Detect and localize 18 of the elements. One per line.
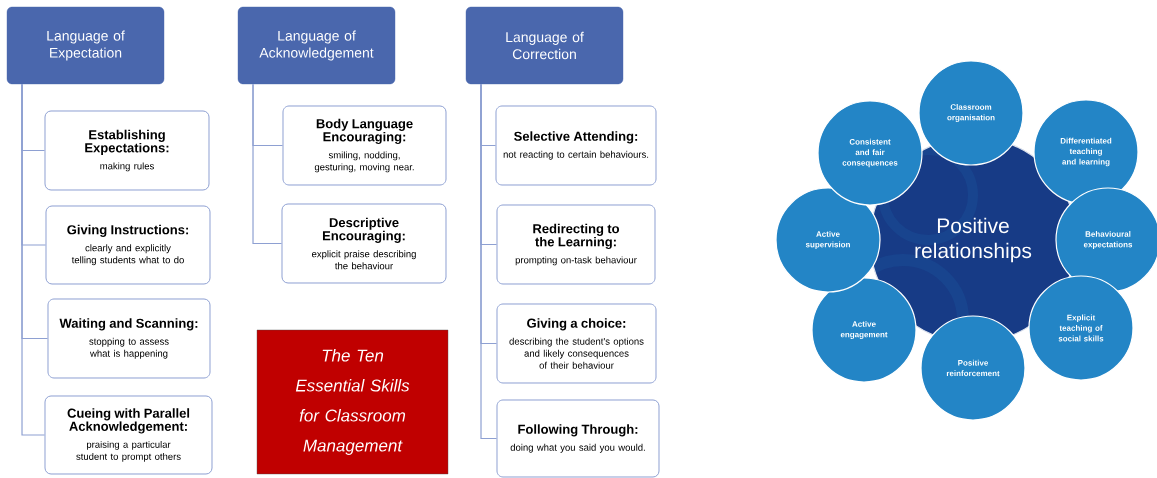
category-box: Language of Expectation [6, 6, 165, 85]
title-box: The Ten Essential Skills for Classroom Management [256, 329, 449, 475]
category-box: Language of Acknowledgement [237, 6, 396, 85]
skill-box: Giving Instructions: clearly and explicitly telling students what to do [45, 205, 211, 285]
skill-box: Body Language Encouraging: smiling, nodding, gesturing, moving near. [282, 105, 447, 186]
skill-box: Cueing with Parallel Acknowledgement: praising a particular student to prompt others [44, 395, 213, 475]
connector-line [21, 83, 46, 436]
connector-line [480, 83, 498, 440]
skill-box: Following Through: doing what you said you would. [496, 399, 660, 478]
skill-box: Descriptive Encouraging: explicit praise describing the behaviour [281, 203, 447, 284]
connector-line [252, 83, 283, 245]
skill-box: Establishing Expectations: making rules [44, 110, 210, 191]
skill-box: Waiting and Scanning: stopping to assess what is happening [47, 298, 211, 379]
skill-box: Redirecting to the Learning: prompting on-task behaviour [496, 204, 656, 285]
skill-box: Selective Attending: not reacting to certain behaviours. [495, 105, 657, 186]
category-box: Language of Correction [465, 6, 624, 85]
skill-box: Giving a choice: describing the student's options and likely consequences of their behaviour [496, 303, 657, 384]
node-label: Behavioural expectations [1083, 231, 1133, 249]
